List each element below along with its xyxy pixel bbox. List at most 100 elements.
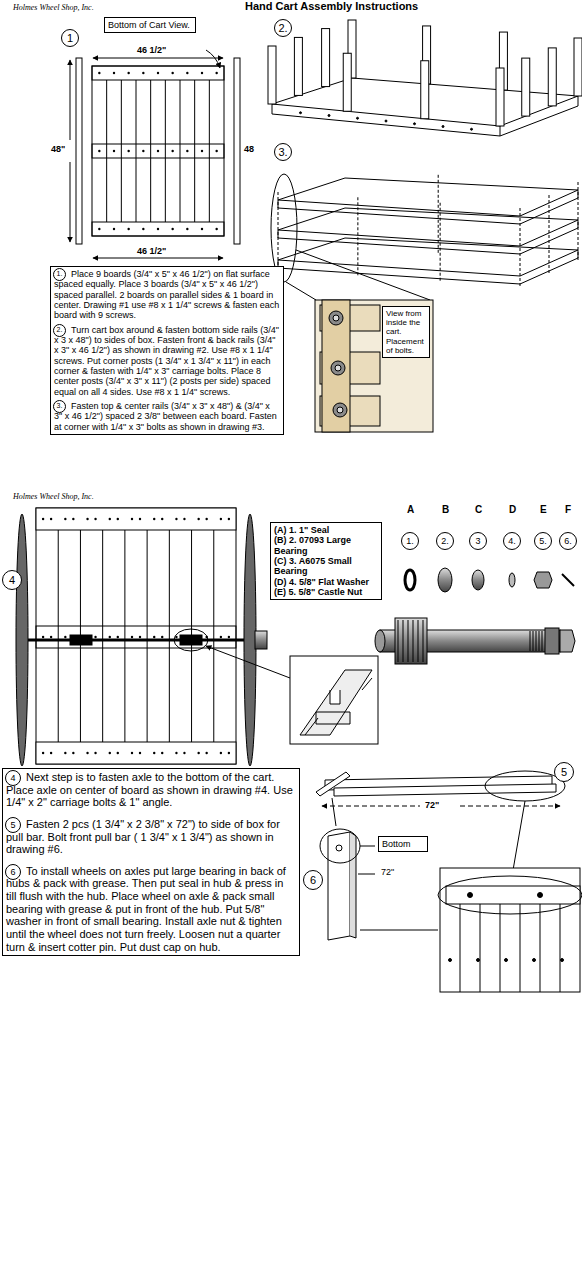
drawn-stroke	[228, 752, 230, 754]
drawn-part	[320, 829, 360, 863]
callout-number: 2.	[53, 324, 66, 337]
parts-icons	[405, 568, 574, 592]
drawn-part	[234, 58, 240, 244]
callout-text: 5	[10, 820, 15, 830]
drawn-stroke	[197, 518, 199, 520]
instruction-box: Place 9 boards (3/4" x 5" x 46 1/2") on …	[50, 266, 284, 435]
drawn-stroke	[215, 150, 217, 152]
callout-number: 1	[61, 29, 79, 47]
callout-number: 6	[5, 864, 21, 880]
drawn-part	[328, 832, 350, 940]
drawn-part	[562, 574, 574, 586]
drawn-part	[334, 784, 556, 796]
part-letter: C	[474, 504, 483, 515]
dimension-label: 46 1/2"	[136, 246, 167, 256]
callout-text: 4	[9, 574, 15, 586]
drawn-part	[36, 508, 236, 764]
dimension-label: 48	[243, 144, 255, 154]
drawn-stroke	[540, 904, 541, 992]
drawn-stroke	[442, 126, 444, 128]
drawn-stroke	[278, 190, 578, 224]
drawn-stroke	[533, 631, 534, 651]
instruction-box: Next step is to fasten axle to the botto…	[2, 768, 300, 956]
callout-text: 2.	[441, 536, 449, 546]
drawn-part	[460, 806, 560, 807]
drawn-part	[446, 886, 580, 904]
drawn-stroke	[213, 530, 214, 742]
drawn-stroke	[530, 631, 531, 651]
instruction-paragraph: Turn cart box around & fasten bottom sid…	[54, 325, 280, 397]
drawn-stroke	[220, 518, 222, 520]
drawn-stroke	[109, 518, 111, 520]
drawn-stroke	[42, 518, 44, 520]
drawn-stroke	[139, 636, 141, 638]
drawn-part	[93, 58, 223, 59]
drawn-stroke	[186, 150, 188, 152]
note-box: Bottom	[378, 836, 428, 852]
drawn-stroke	[268, 46, 276, 104]
drawn-stroke	[423, 620, 424, 662]
drawn-stroke	[42, 752, 44, 754]
callout-text: 5	[561, 766, 567, 778]
drawn-part	[512, 801, 525, 876]
drawn-stroke	[201, 72, 203, 74]
drawn-stroke	[520, 904, 521, 992]
drawn-part	[438, 568, 452, 592]
drawn-stroke	[153, 518, 155, 520]
drawn-stroke	[278, 238, 578, 276]
drawn-stroke	[194, 80, 195, 222]
drawn-part	[206, 50, 220, 68]
drawn-stroke	[215, 228, 217, 230]
drawn-stroke	[328, 115, 330, 117]
drawn-stroke	[440, 203, 441, 281]
callout-number: 6.	[559, 532, 577, 550]
drawn-stroke	[109, 636, 111, 638]
drawn-part	[93, 258, 223, 259]
drawn-part	[290, 656, 378, 744]
drawn-stroke	[117, 752, 119, 754]
drawn-stroke	[106, 80, 107, 222]
drawn-stroke	[278, 192, 279, 270]
drawn-stroke	[480, 904, 481, 992]
drawn-stroke	[153, 752, 155, 754]
drawn-part	[316, 772, 350, 796]
drawn-part	[438, 876, 582, 914]
drawn-stroke	[175, 636, 177, 638]
callout-number: 4	[2, 570, 22, 590]
drawn-stroke	[165, 80, 166, 222]
drawn-stroke	[403, 620, 404, 662]
drawn-part	[472, 570, 484, 590]
drawn-part	[278, 175, 578, 286]
drawn-stroke	[157, 150, 159, 152]
callout-text: 3.	[57, 402, 63, 410]
drawn-stroke	[127, 72, 129, 74]
drawn-part	[375, 630, 385, 652]
callout-number: 3.	[274, 143, 292, 161]
drawn-part	[350, 832, 356, 938]
drawn-stroke	[201, 228, 203, 230]
drawn-part	[538, 893, 543, 898]
drawn-part	[358, 874, 375, 875]
axle-exploded	[375, 618, 575, 664]
drawn-stroke	[42, 636, 44, 638]
drawn-stroke	[209, 80, 210, 222]
note-box: Bottom of Cart View.	[104, 17, 196, 33]
drawn-part	[92, 144, 224, 158]
drawn-stroke	[98, 228, 100, 230]
drawn-part	[333, 403, 347, 417]
company-name: Holmes Wheel Shop, Inc.	[12, 492, 95, 501]
drawn-stroke	[408, 620, 409, 662]
callout-text: 4	[10, 773, 15, 783]
drawn-part	[300, 670, 372, 735]
drawn-stroke	[113, 72, 115, 74]
drawn-stroke	[294, 37, 302, 95]
drawn-stroke	[197, 752, 199, 754]
drawn-stroke	[64, 636, 66, 638]
drawn-stroke	[127, 228, 129, 230]
drawn-part	[360, 930, 438, 931]
drawn-stroke	[533, 959, 536, 962]
drawn-stroke	[343, 53, 351, 111]
callout-number: 1.	[53, 268, 66, 281]
drawn-stroke	[139, 518, 141, 520]
